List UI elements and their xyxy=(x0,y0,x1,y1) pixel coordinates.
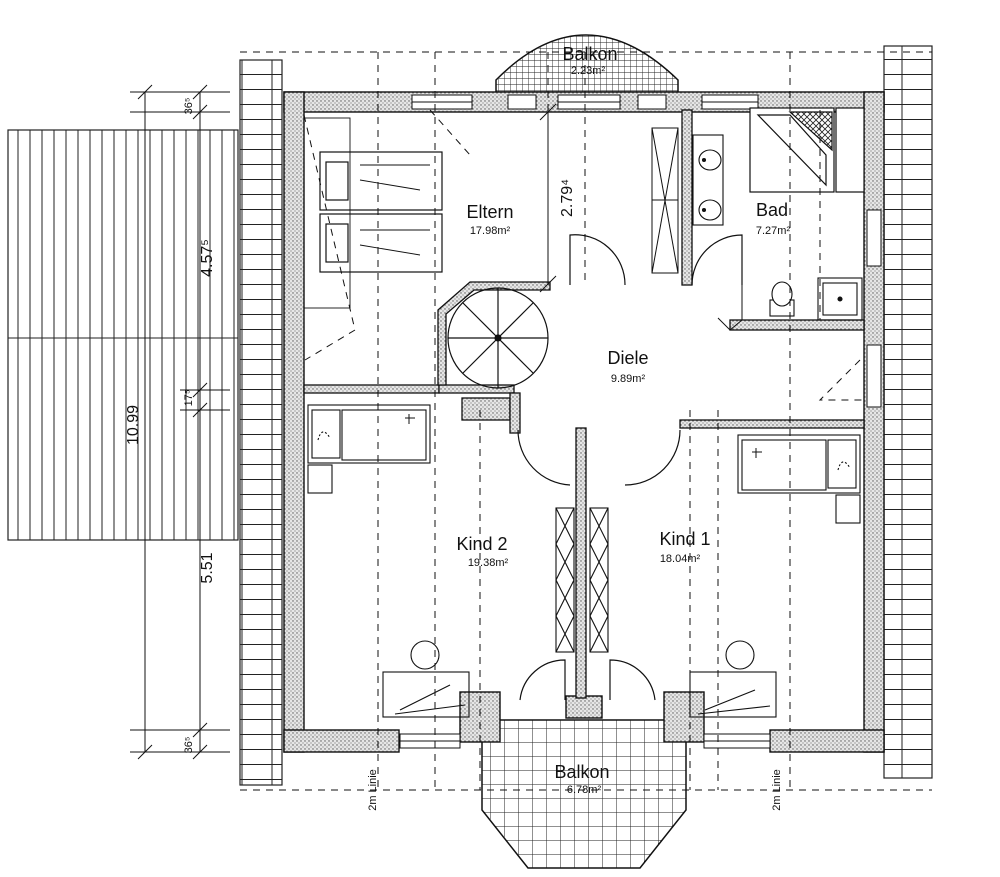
dim-ceiling: 2.79⁴ xyxy=(559,179,576,217)
bathtub xyxy=(749,107,865,193)
dim-lower: 5.51 xyxy=(199,552,216,583)
balkon-top-area: 2.23m² xyxy=(571,65,606,77)
balkon-bottom-name: Balkon xyxy=(554,762,609,782)
wardrobe-kids xyxy=(555,507,609,653)
dimension-chain xyxy=(130,84,557,760)
line-label-right: 2m Linie xyxy=(771,769,783,811)
kind1-area: 18.04m² xyxy=(660,553,701,565)
diele-area: 9.89m² xyxy=(611,373,646,385)
eltern-area: 17.98m² xyxy=(470,225,511,237)
room-labels: Balkon 2.23m² Eltern 17.98m² Bad 7.27m² … xyxy=(456,44,790,796)
balcony-top xyxy=(495,34,679,93)
dim-total: 10.99 xyxy=(125,405,142,445)
interior-walls xyxy=(303,109,865,699)
kind2-name: Kind 2 xyxy=(456,534,507,554)
door-arcs xyxy=(517,234,743,701)
bad-area: 7.27m² xyxy=(756,225,791,237)
dashed-lines xyxy=(240,51,932,791)
wardrobe-bath-side xyxy=(651,127,679,274)
dim-mid: 17⁵ xyxy=(183,390,195,407)
bath-door-line xyxy=(717,285,743,331)
bathroom-sinks xyxy=(692,134,724,226)
roof-edge-left xyxy=(239,59,283,786)
line-label-left: 2m Linie xyxy=(367,769,379,811)
balkon-top-name: Balkon xyxy=(562,44,617,64)
roof-edge-right xyxy=(883,45,933,779)
right-windows xyxy=(866,209,882,408)
kind2-bed xyxy=(307,404,431,494)
dim-bottom-eave: 36⁵ xyxy=(183,737,195,754)
terrace-left xyxy=(7,129,239,541)
spiral-stair xyxy=(447,287,549,389)
toilet xyxy=(769,281,795,317)
double-bed xyxy=(303,117,443,309)
dimension-labels: 10.99 36⁵ 4.57⁵ 17⁵ 5.51 36⁵ 2.79⁴ 2m Li… xyxy=(125,98,783,811)
bad-name: Bad xyxy=(756,200,788,220)
dim-top-eave: 36⁵ xyxy=(183,98,195,115)
kind1-name: Kind 1 xyxy=(659,529,710,549)
kind1-desk xyxy=(689,640,777,718)
kind1-bed xyxy=(737,434,861,524)
shower xyxy=(817,277,863,321)
kind2-desk xyxy=(382,640,470,718)
bottom-windows xyxy=(399,733,771,749)
balkon-bottom-area: 6.78m² xyxy=(567,784,602,796)
diele-name: Diele xyxy=(607,348,648,368)
dim-upper: 4.57⁵ xyxy=(199,239,216,277)
top-windows xyxy=(411,94,759,110)
eltern-name: Eltern xyxy=(466,202,513,222)
kind2-area: 19.38m² xyxy=(468,557,509,569)
